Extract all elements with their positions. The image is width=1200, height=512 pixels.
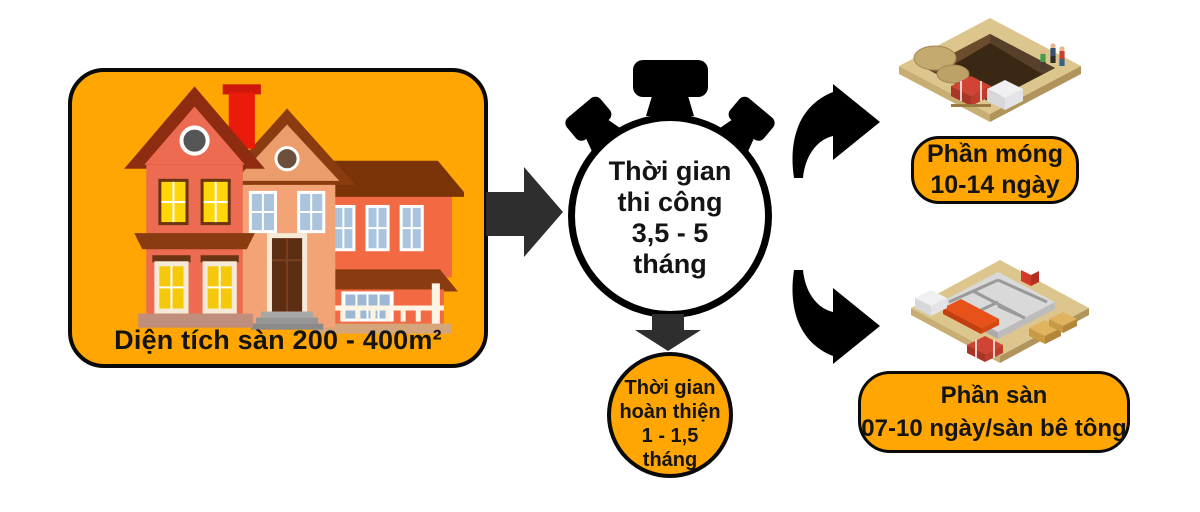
- finishing-time-line: Thời gian: [624, 377, 716, 399]
- finishing-time-line: tháng: [642, 449, 698, 471]
- finishing-time-text: Thời gian hoàn thiện 1 - 1,5 tháng: [607, 376, 733, 472]
- floor-area-panel: Diện tích sàn 200 - 400m²: [68, 68, 488, 368]
- concrete-floor-plan-icon: [911, 260, 1089, 363]
- construction-time-line: tháng: [633, 249, 707, 279]
- house-icon: [124, 84, 464, 334]
- stopwatch-buttons-icon: [565, 60, 775, 154]
- slab-stage-label: Phần sàn 07-10 ngày/sàn bê tông: [858, 371, 1130, 453]
- floor-area-caption: Diện tích sàn 200 - 400m²: [114, 325, 442, 355]
- stopwatch-dial: [568, 114, 772, 318]
- arrow-down-icon: [635, 314, 701, 351]
- red-column: [1021, 270, 1039, 286]
- brick-pallet: [967, 336, 1003, 362]
- curved-arrow-up-icon: [792, 84, 880, 178]
- curved-arrow-down-icon: [792, 270, 880, 364]
- slab-stage-line: 07-10 ngày/sàn bê tông: [861, 415, 1127, 442]
- workers: [1040, 43, 1065, 69]
- construction-time-line: Thời gian: [608, 156, 732, 186]
- brick-pallet: [951, 76, 991, 107]
- slab-stack: [943, 299, 999, 334]
- foundation-stage-label: Phần móng 10-14 ngày: [911, 136, 1079, 204]
- slab-stage-line: Phần sàn: [940, 382, 1048, 409]
- finishing-time-line: 1 - 1,5: [641, 425, 699, 447]
- block-stack: [915, 290, 947, 316]
- timber-blocks: [1029, 312, 1077, 344]
- arrow-right-icon: [486, 167, 563, 257]
- construction-time-line: thi công: [617, 187, 723, 217]
- finishing-time-line: hoàn thiện: [619, 401, 721, 423]
- foundation-stage-line: 10-14 ngày: [930, 171, 1060, 199]
- excavation-pit-icon: [899, 18, 1081, 122]
- foundation-stage-line: Phần móng: [926, 140, 1064, 168]
- finishing-time-circle: [607, 352, 733, 478]
- block-stack: [987, 80, 1023, 110]
- construction-time-text: Thời gian thi công 3,5 - 5 tháng: [575, 156, 765, 280]
- construction-time-line: 3,5 - 5: [631, 218, 709, 248]
